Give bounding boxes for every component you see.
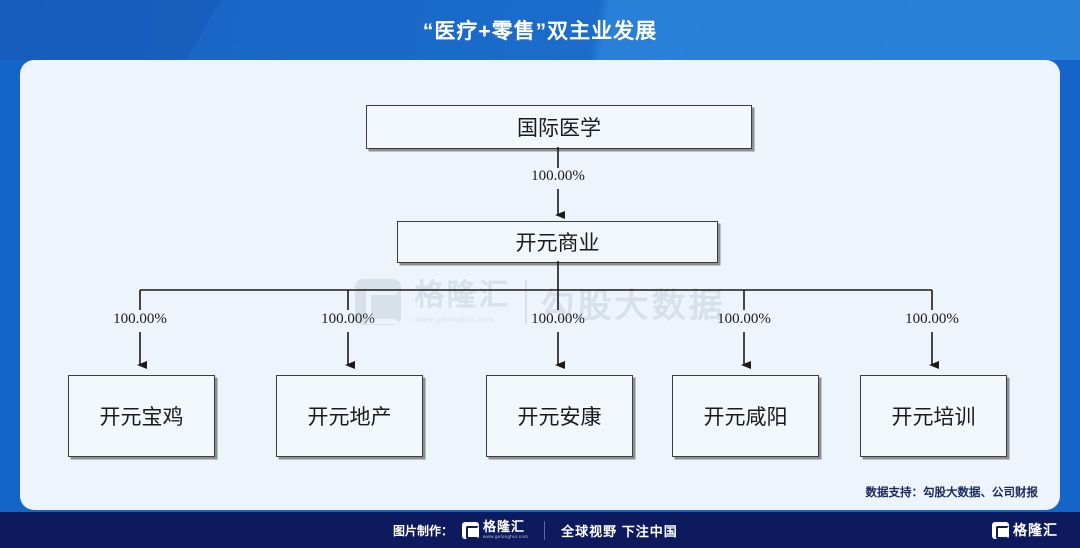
- footer-logo: 格隆汇 www.gelonghui.com: [462, 520, 528, 540]
- org-node-leaf-4[interactable]: 开元咸阳: [672, 375, 819, 457]
- footer-credit-group: 图片制作： 格隆汇 www.gelonghui.com 全球视野 下注中国: [393, 512, 678, 548]
- header-bar: [0, 0, 1080, 60]
- gelonghui-mark-right-icon: [992, 521, 1009, 539]
- edge-label-leaf-3: 100.00%: [531, 311, 585, 327]
- org-node-root[interactable]: 国际医学: [366, 105, 752, 149]
- edge-label-leaf-5: 100.00%: [905, 311, 959, 327]
- org-node-leaf-2[interactable]: 开元地产: [276, 375, 423, 457]
- footer-right-logo: 格隆汇: [992, 512, 1058, 548]
- org-chart-connectors: [137, 147, 939, 369]
- edge-label-leaf-2: 100.00%: [321, 311, 375, 327]
- footer-logo-text: 格隆汇: [483, 519, 526, 535]
- footer-right-logo-text: 格隆汇: [1013, 522, 1058, 538]
- gelonghui-mark-icon: [462, 521, 480, 539]
- footer-credit-label: 图片制作：: [393, 523, 454, 538]
- org-node-leaf-1[interactable]: 开元宝鸡: [68, 375, 215, 457]
- source-note: 数据支持：勾股大数据、公司财报: [865, 487, 1039, 499]
- footer-logo-url: www.gelonghui.com: [483, 534, 529, 540]
- content-card: 格隆汇 www.gelonghui.com 勾股大数据: [20, 60, 1060, 510]
- org-node-leaf-5[interactable]: 开元培训: [860, 375, 1007, 457]
- edge-label-leaf-1: 100.00%: [113, 311, 167, 327]
- footer-bar: 图片制作： 格隆汇 www.gelonghui.com 全球视野 下注中国 格隆…: [0, 512, 1080, 548]
- edge-label-root-mid: 100.00%: [531, 168, 585, 184]
- footer-slogan: 全球视野 下注中国: [561, 523, 678, 539]
- edge-label-leaf-4: 100.00%: [717, 311, 771, 327]
- org-node-leaf-3[interactable]: 开元安康: [486, 375, 633, 457]
- page-title: “医疗+零售”双主业发展: [422, 20, 658, 43]
- footer-divider: [544, 520, 546, 540]
